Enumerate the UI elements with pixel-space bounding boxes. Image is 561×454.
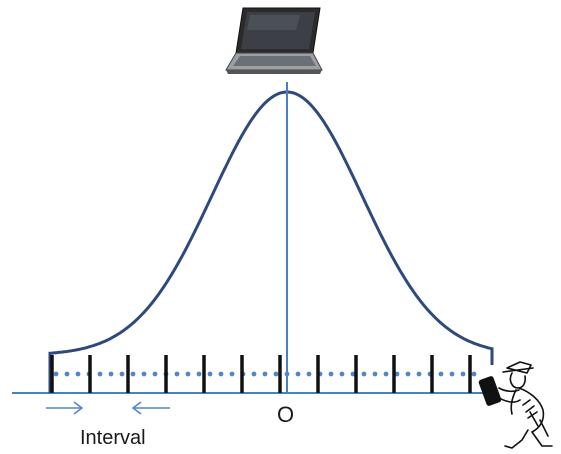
dot (152, 371, 158, 377)
dot (394, 371, 400, 377)
interval-arrows (46, 401, 170, 415)
dot (218, 371, 224, 377)
right-arrow-icon (46, 401, 84, 415)
dot (328, 371, 334, 377)
dot (372, 371, 378, 377)
dot (262, 371, 268, 377)
origin-label: O (277, 402, 294, 427)
person-with-device-icon (478, 361, 553, 449)
dot (130, 371, 136, 377)
dot (416, 371, 422, 377)
dot (185, 371, 191, 377)
dot (339, 371, 345, 377)
bell-curve (48, 90, 494, 393)
dot (273, 371, 279, 377)
dot (405, 371, 411, 377)
dot (196, 371, 202, 377)
dot (64, 371, 70, 377)
dot (97, 371, 103, 377)
dot (460, 371, 466, 377)
dot (75, 371, 81, 377)
dot (53, 371, 59, 377)
dot (174, 371, 180, 377)
dot (471, 371, 477, 377)
interval-label: Interval (80, 427, 146, 449)
left-arrow-icon (131, 401, 170, 415)
dot (295, 371, 301, 377)
dot (108, 371, 114, 377)
dot (251, 371, 257, 377)
dot (449, 371, 455, 377)
laptop-icon (225, 7, 323, 74)
dot (284, 371, 290, 377)
dotted-line (53, 371, 477, 377)
dot (119, 371, 125, 377)
dot (229, 371, 235, 377)
dot (141, 371, 147, 377)
dot (350, 371, 356, 377)
dot (306, 371, 312, 377)
dot (438, 371, 444, 377)
dot (361, 371, 367, 377)
dot (207, 371, 213, 377)
tick-marks (50, 355, 472, 393)
dot (383, 371, 389, 377)
